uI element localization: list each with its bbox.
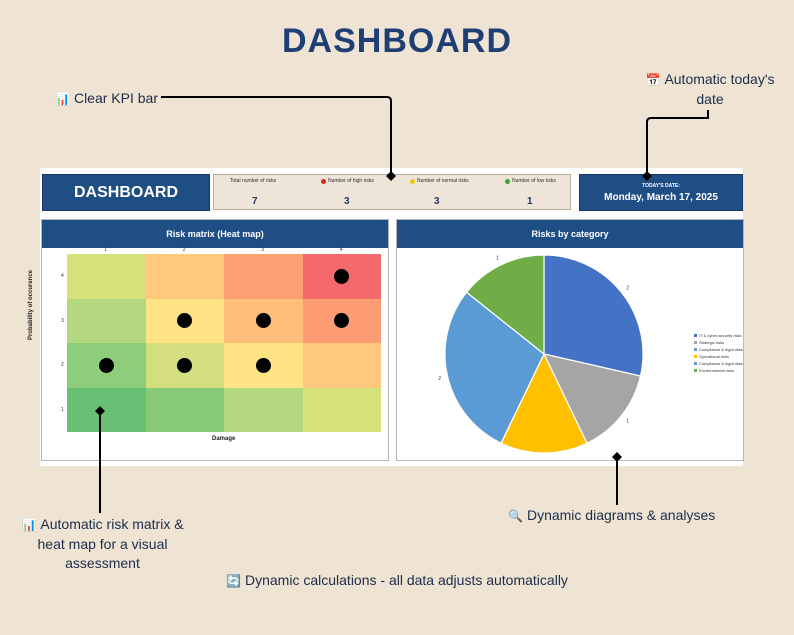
heat-map-cell: [224, 387, 303, 432]
pie-legend-swatch: [694, 369, 697, 372]
calculations-annotation: 🔄 Dynamic calculations - all data adjusts…: [0, 571, 794, 591]
pie-legend-item: Operational risks: [694, 353, 743, 360]
heat-map-x-tick: 1: [104, 247, 108, 253]
kpi-high-value: 3: [344, 196, 350, 207]
pie-slice-label: 1: [496, 256, 499, 262]
pie-legend-swatch: [694, 341, 697, 344]
pie-legend-item: IT & cyber-security risks: [694, 332, 743, 339]
pie-legend-swatch: [694, 362, 697, 365]
pie-legend-item: Compliance & legal risks: [694, 346, 743, 353]
date-annotation-text: Automatic today's date: [664, 71, 775, 107]
kpi-bar: Total number of risks 7 Number of high r…: [213, 174, 571, 210]
heat-map-y-title: Probability of occurence: [28, 269, 34, 340]
heat-map-title: Risk matrix (Heat map): [42, 220, 388, 248]
pie-legend-item: Compliance & legal risks: [694, 360, 743, 367]
category-chart-title: Risks by category: [397, 220, 743, 248]
kpi-total: Total number of risks 7: [230, 178, 318, 207]
bar-chart-icon: 📊: [21, 518, 37, 532]
kpi-normal: Number of normal risks 3: [410, 178, 498, 207]
kpi-high-label: Number of high risks: [328, 178, 374, 184]
heat-map-y-tick: 3: [61, 317, 64, 324]
risk-marker: [334, 268, 350, 284]
risk-marker: [255, 313, 271, 329]
pie-legend-swatch: [694, 355, 697, 358]
pie-slice-label: 2: [438, 376, 441, 382]
pie-slice: [444, 291, 545, 444]
todays-date-box: TODAY'S DATE: Monday, March 17, 2025: [579, 174, 743, 211]
heat-map-x-tick: 4: [339, 247, 343, 253]
pie-legend-label: Operational risks: [699, 354, 730, 359]
pie-chart: 21121: [438, 254, 644, 454]
pie-legend-label: Compliance & legal risks: [699, 361, 743, 366]
kpi-annotation: 📊Clear KPI bar: [55, 89, 158, 109]
pie-slice-label: 2: [626, 285, 629, 291]
date-leader-line: [646, 110, 709, 175]
pie-legend-label: Environmental risks: [699, 368, 734, 373]
heat-map-x-tick: 3: [261, 247, 265, 253]
heat-map-y-tick: 2: [61, 362, 64, 369]
calendar-icon: 📅: [645, 73, 661, 87]
risk-marker: [98, 357, 114, 373]
heat-map-cell: [145, 254, 224, 299]
pie-slice-label: 1: [626, 419, 629, 425]
kpi-low-label: Number of low risks: [512, 178, 556, 184]
kpi-high: Number of high risks 3: [321, 178, 409, 207]
kpi-leader-line: [161, 96, 392, 175]
pie-slice: [500, 352, 588, 454]
heat-map-x-tick: 2: [182, 247, 186, 253]
kpi-normal-label: Number of normal risks: [417, 178, 469, 184]
calculations-annotation-text: Dynamic calculations - all data adjusts …: [245, 572, 568, 588]
risk-marker: [334, 313, 350, 329]
bar-chart-icon: 📊: [55, 92, 70, 106]
matrix-annotation-text: Automatic risk matrix & heat map for a v…: [37, 516, 184, 571]
heat-map-cell: [67, 254, 146, 299]
matrix-annotation: 📊Automatic risk matrix & heat map for a …: [10, 515, 195, 573]
heat-map-cell: [302, 387, 381, 432]
pie-slice: [465, 254, 545, 356]
kpi-low-value: 1: [527, 196, 533, 207]
kpi-total-value: 7: [252, 196, 258, 207]
pie-legend-item: Strategic risks: [694, 339, 743, 346]
heat-map-x-title: Damage: [212, 436, 236, 442]
heat-map-y-tick: 1: [61, 406, 64, 413]
yellow-dot-icon: [410, 178, 415, 184]
red-dot-icon: [321, 178, 326, 184]
page-title: DASHBOARD: [282, 22, 512, 60]
risk-marker: [255, 357, 271, 373]
kpi-normal-value: 3: [434, 196, 440, 207]
magnifier-icon: 🔍: [508, 509, 523, 523]
date-annotation: 📅Automatic today's date: [630, 70, 790, 109]
heat-map-cell: [302, 343, 381, 388]
pie-slice: [542, 353, 642, 444]
risk-marker: [177, 313, 193, 329]
pie-legend-label: IT & cyber-security risks: [699, 333, 742, 338]
diagrams-annotation: 🔍Dynamic diagrams & analyses: [508, 506, 715, 526]
pie-legend-swatch: [694, 334, 697, 337]
dashboard-label: DASHBOARD: [42, 174, 210, 211]
heat-map-y-tick: 4: [61, 273, 64, 280]
pie-legend-swatch: [694, 348, 697, 351]
todays-date-label: TODAY'S DATE:: [642, 183, 680, 189]
pie-slice: [543, 254, 644, 377]
heat-map-cell: [224, 254, 303, 299]
green-dot-icon: [505, 178, 510, 184]
risk-marker: [177, 357, 193, 373]
kpi-annotation-text: Clear KPI bar: [73, 90, 158, 106]
heat-map-cell: [145, 387, 224, 432]
kpi-total-label: Total number of risks: [230, 178, 277, 184]
todays-date-value: Monday, March 17, 2025: [604, 192, 718, 203]
pie-legend-item: Environmental risks: [694, 367, 743, 374]
pie-legend-label: Strategic risks: [699, 340, 725, 345]
kpi-low: Number of low risks 1: [505, 178, 593, 207]
heat-map-cell: [67, 298, 146, 343]
refresh-icon: 🔄: [226, 574, 241, 588]
pie-legend-label: Compliance & legal risks: [699, 347, 743, 352]
heat-map-cell: [67, 387, 146, 432]
diagrams-annotation-text: Dynamic diagrams & analyses: [526, 507, 716, 523]
